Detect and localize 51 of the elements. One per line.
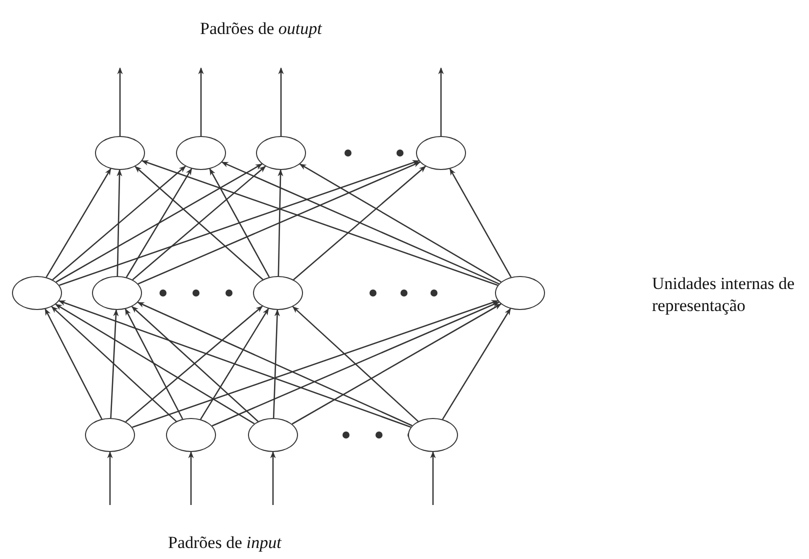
arrow [110,309,119,418]
arrow [107,451,113,505]
neuron-circle [253,276,303,310]
arrow [209,168,270,278]
arrow [55,304,255,424]
arrow [272,309,280,418]
arrow [430,451,436,505]
neuron-circle [495,276,545,310]
arrow [137,302,412,426]
arrow [438,67,444,136]
neuron-circle [12,276,62,310]
arrow [124,308,184,420]
neuron-circle [166,418,216,452]
arrow [138,162,421,284]
arrow [278,67,284,136]
arrow [132,300,498,428]
arrow [51,306,177,422]
arrow [292,303,502,425]
arrow [270,451,276,505]
arrow [442,308,511,420]
arrow [188,451,194,505]
neuron-circle [95,136,145,170]
pattern-label: Padrões de outupt [200,18,322,40]
arrow [293,166,426,280]
arrow [198,67,204,136]
neuron-circle [176,136,226,170]
arrow [52,166,186,280]
arrow [44,308,102,420]
arrow [292,306,419,422]
arrow [116,169,122,276]
arrow [449,168,512,278]
arrow [142,160,498,286]
neuron-circle [92,276,142,310]
neuron-circle [256,136,306,170]
arrow [46,168,112,278]
arrow [59,160,420,286]
layer-label: Unidades internas de representação [652,273,796,318]
neuron-circle [408,418,458,452]
arrow [56,163,262,283]
pattern-label: Padrões de input [168,532,282,554]
neuron-circle [248,418,298,452]
neuron-circle [85,418,135,452]
neuron-circle [416,136,466,170]
arrow [58,300,412,428]
arrow [126,168,192,278]
arrow [212,302,500,426]
arrow [278,169,284,276]
arrow [200,308,269,420]
arrow [221,162,500,284]
arrow [117,67,123,136]
arrow [299,164,502,282]
